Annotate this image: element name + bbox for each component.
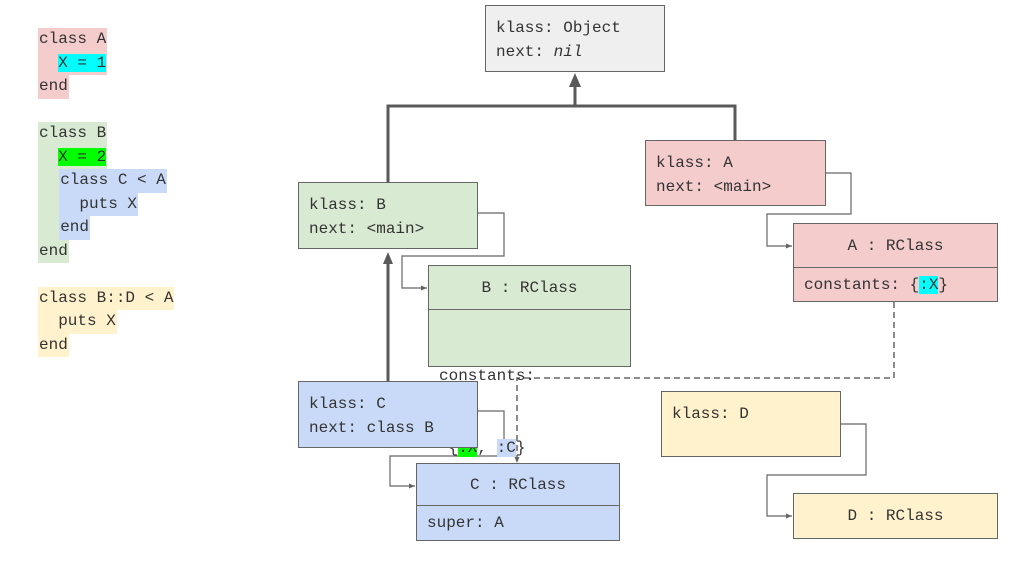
a-node: klass: A next: <main>: [645, 140, 826, 206]
code-listing: class A X = 1 end class B X = 2 class C …: [38, 28, 175, 357]
object-next: next: nil: [496, 43, 583, 61]
object-klass: klass: Object: [496, 19, 621, 37]
a-klass-pointer: [766, 172, 852, 247]
super-pointer-dashed: [516, 302, 895, 461]
inheritance-lines: [386, 84, 737, 182]
code-class-d: class B::D < A: [38, 286, 175, 310]
c-next: next: class B: [309, 419, 434, 437]
b-klass-pointer: [401, 212, 505, 289]
code-a-end: end: [38, 75, 69, 99]
code-d-end: end: [38, 333, 69, 357]
a-const-x: :X: [919, 276, 939, 294]
b-node: klass: B next: <main>: [298, 182, 478, 249]
c-rclass-title: C : RClass: [417, 464, 619, 506]
code-class-c: class C < A: [59, 169, 167, 193]
code-d-puts: puts X: [58, 312, 116, 330]
klass-pointers: [389, 172, 867, 517]
b-arrowhead: [383, 252, 393, 264]
a-rclass-title: A : RClass: [794, 224, 997, 268]
b-rclass: B : RClass constants: {:X, :C}: [428, 265, 631, 457]
d-klass: klass: D: [672, 405, 749, 423]
c-klass: klass: C: [309, 395, 386, 413]
a-rclass: A : RClass constants: {:X}: [793, 223, 998, 302]
code-b-const: X = 2: [58, 147, 107, 166]
code-class-b: class B: [38, 122, 108, 146]
d-rclass: D : RClass: [793, 493, 998, 539]
object-node: klass: Object next: nil: [485, 5, 665, 72]
c-klass-pointer: [389, 410, 505, 487]
object-next-value: nil: [553, 43, 583, 61]
c-rclass-super: super: A: [427, 514, 504, 532]
code-c-end: end: [59, 216, 91, 240]
b-klass: klass: B: [309, 196, 386, 214]
b-rclass-title: B : RClass: [429, 266, 630, 310]
code-c-puts: puts X: [79, 194, 138, 213]
code-a-const: X = 1: [58, 53, 107, 72]
c-node: klass: C next: class B: [298, 381, 478, 448]
code-class-a: class A: [38, 28, 108, 52]
code-b-end: end: [38, 239, 69, 263]
object-arrowhead: [569, 73, 581, 87]
b-constants-label: constants:: [439, 367, 536, 385]
d-node: klass: D: [661, 391, 841, 457]
a-next: next: <main>: [656, 178, 772, 196]
b-next: next: <main>: [309, 220, 425, 238]
c-rclass: C : RClass super: A: [416, 463, 620, 541]
a-klass: klass: A: [656, 154, 733, 172]
d-klass-pointer: [766, 423, 867, 517]
d-rclass-title: D : RClass: [847, 507, 944, 525]
a-rclass-constants: constants: {:X}: [804, 276, 949, 294]
b-const-c: :C: [496, 439, 516, 457]
